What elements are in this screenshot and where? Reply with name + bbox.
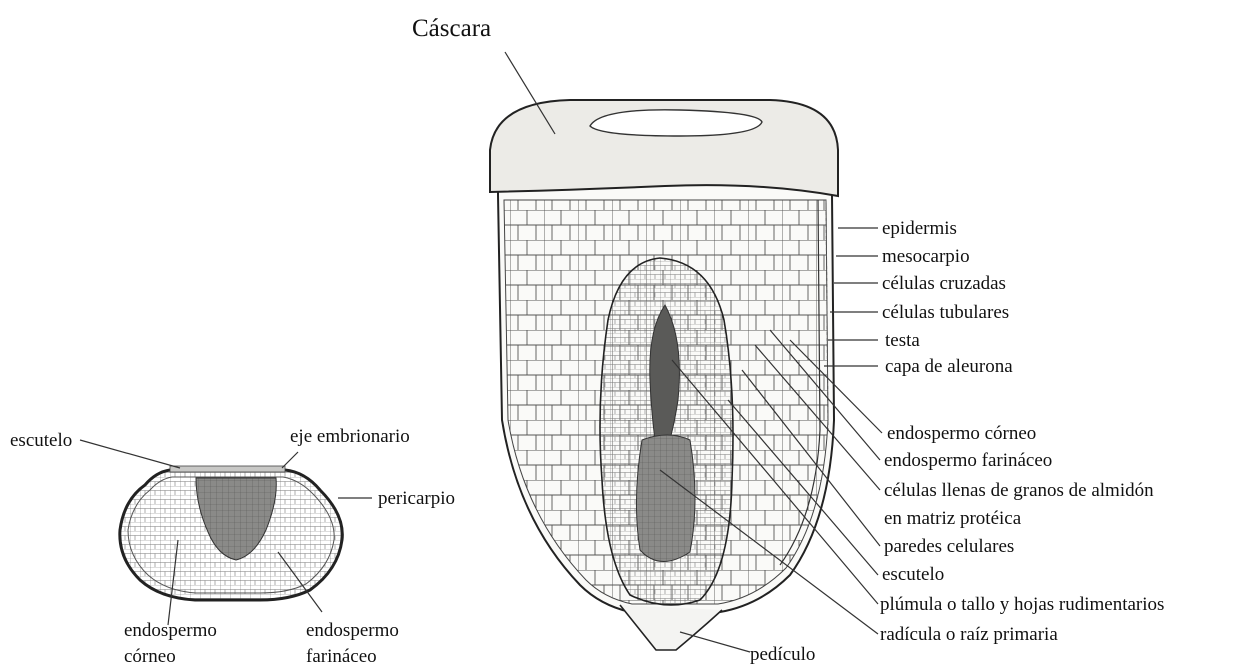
label-pericarpio: pericarpio bbox=[378, 488, 455, 509]
label-celulas-llenas: células llenas de granos de almidón bbox=[884, 480, 1154, 501]
husk-groove bbox=[590, 110, 762, 136]
label-pediculo: pedículo bbox=[750, 644, 815, 665]
label-endospermo-farinaceo-small-1: endospermo bbox=[306, 620, 399, 641]
label-paredes-celulares: paredes celulares bbox=[884, 536, 1014, 557]
cross-section bbox=[120, 466, 342, 600]
label-mesocarpio: mesocarpio bbox=[882, 246, 970, 267]
label-escutelo-small: escutelo bbox=[10, 430, 72, 451]
label-escutelo-main: escutelo bbox=[882, 564, 944, 585]
pedicel bbox=[620, 605, 722, 650]
label-endospermo-corneo-small-2: córneo bbox=[124, 646, 176, 667]
label-endospermo-corneo: endospermo córneo bbox=[887, 423, 1036, 444]
label-eje-embrionario: eje embrionario bbox=[290, 426, 410, 447]
label-cascara: Cáscara bbox=[412, 15, 491, 42]
label-testa: testa bbox=[885, 330, 920, 351]
label-endospermo-farinaceo: endospermo farináceo bbox=[884, 450, 1052, 471]
label-matriz-proteica: en matriz protéica bbox=[884, 508, 1022, 529]
main-kernel bbox=[490, 100, 838, 650]
label-plumula: plúmula o tallo y hojas rudimentarios bbox=[880, 594, 1164, 615]
label-endospermo-farinaceo-small-2: farináceo bbox=[306, 646, 377, 667]
label-endospermo-corneo-small-1: endospermo bbox=[124, 620, 217, 641]
label-celulas-cruzadas: células cruzadas bbox=[882, 273, 1006, 294]
label-celulas-tubulares: células tubulares bbox=[882, 302, 1009, 323]
radicle bbox=[636, 435, 695, 562]
label-radicula: radícula o raíz primaria bbox=[880, 624, 1058, 645]
label-capa-aleurona: capa de aleurona bbox=[885, 356, 1013, 377]
label-epidermis: epidermis bbox=[882, 218, 957, 239]
